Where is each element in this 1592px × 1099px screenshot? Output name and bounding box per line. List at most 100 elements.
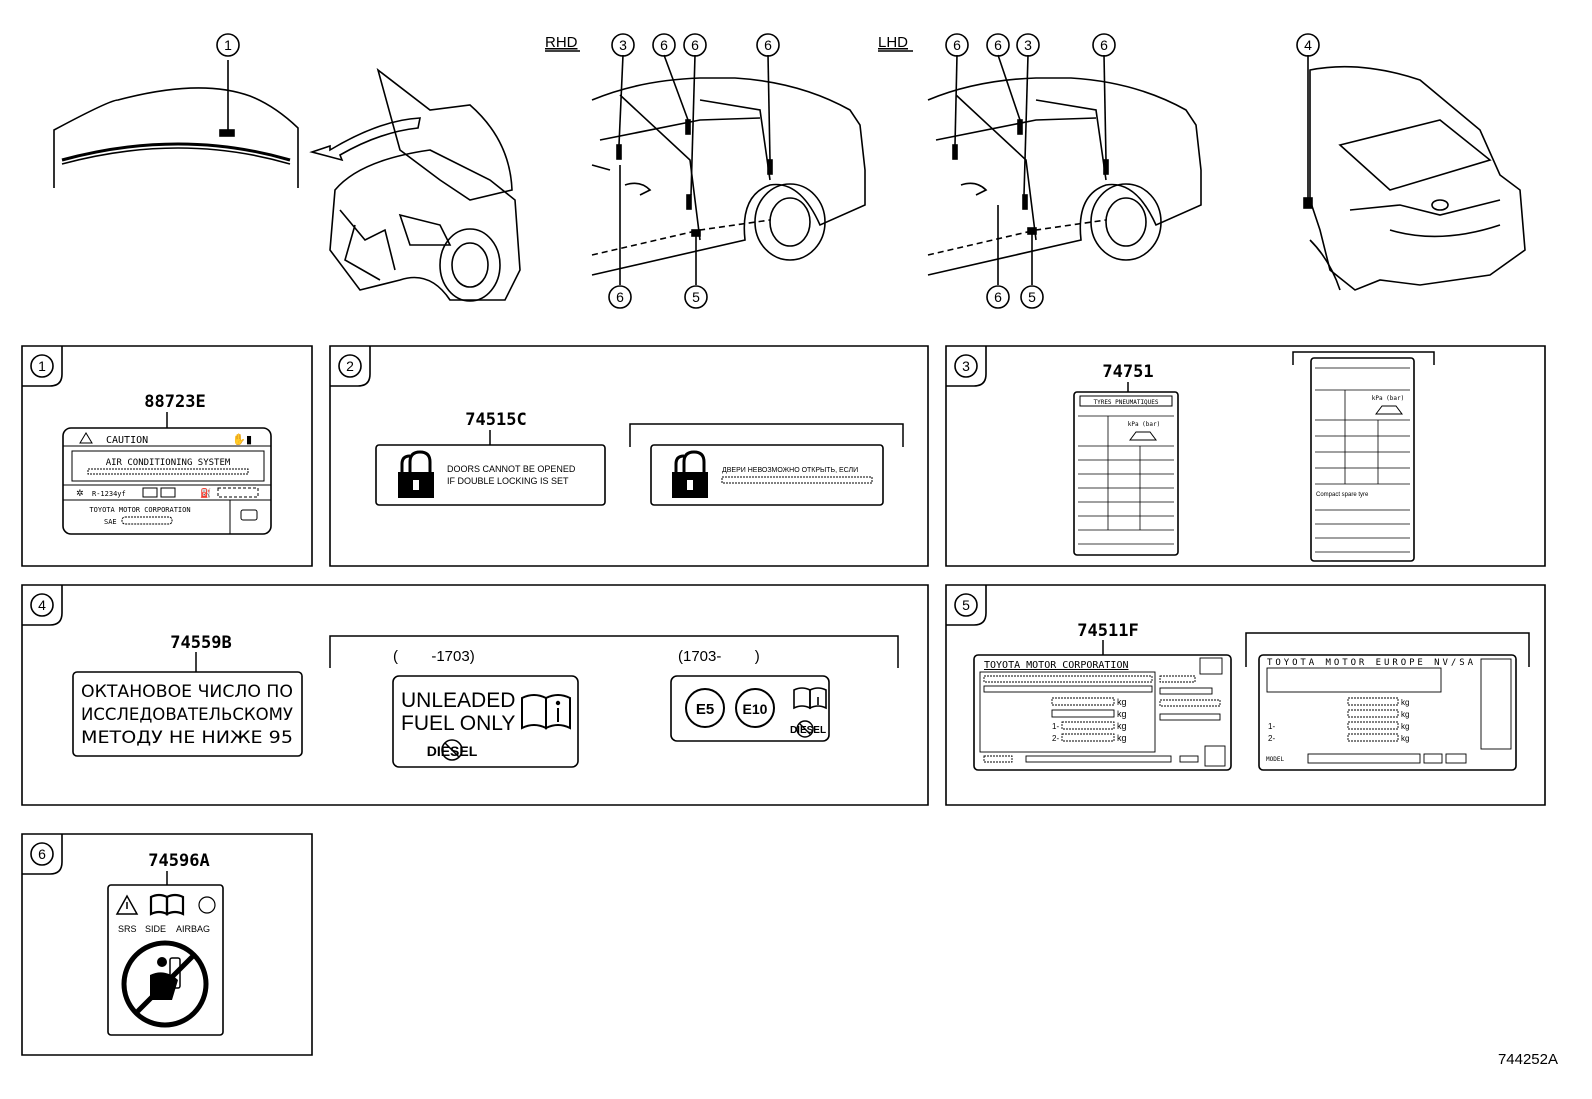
callout-6-lhd-b: 6 bbox=[994, 37, 1002, 53]
maker-text: TOYOTA MOTOR CORPORATION bbox=[89, 506, 190, 514]
octane-line1: ОКТАНОВОЕ ЧИСЛО ПО bbox=[81, 682, 293, 702]
oil-can-icon: ⛽ bbox=[200, 487, 211, 499]
side-text: SIDE bbox=[145, 924, 166, 934]
panel-6-frame bbox=[21, 833, 313, 1056]
kg-3: kg bbox=[1117, 721, 1127, 731]
callout-6-rhd-c: 6 bbox=[764, 37, 772, 53]
tyre-unit-alt: kPa (bar) bbox=[1372, 395, 1405, 402]
part-number-74596A: 74596A bbox=[148, 851, 209, 871]
octane-line3: МЕТОДУ НЕ НИЖЕ 95 bbox=[81, 728, 293, 748]
callout-circles bbox=[216, 33, 1320, 309]
srs-warning-icon bbox=[115, 894, 139, 915]
car-icon-alt bbox=[1375, 405, 1403, 415]
callout-3-lhd: 3 bbox=[1024, 37, 1032, 53]
kg-2: kg bbox=[1117, 709, 1127, 719]
vin-plate-label-europe bbox=[1258, 654, 1517, 771]
panel-1: 88723E CAUTION ✋ ▮ AIR CONDITIONING SYST… bbox=[62, 392, 272, 535]
maker-tmc: TOYOTA MOTOR CORPORATION bbox=[984, 660, 1129, 671]
panel-numbers: 1 2 3 4 5 6 bbox=[38, 358, 970, 862]
kg-e3: kg bbox=[1401, 722, 1409, 731]
system-text: AIR CONDITIONING SYSTEM bbox=[106, 458, 231, 468]
part-number-88723E: 88723E bbox=[144, 392, 205, 412]
callout-numbers: 1 3 6 6 6 6 5 6 6 3 6 6 5 4 bbox=[224, 37, 1312, 305]
period-after: (1703- ) bbox=[678, 648, 760, 665]
sae-text: SAE bbox=[104, 518, 117, 526]
book-icon: ▮ bbox=[246, 433, 252, 446]
no-diesel-icon-2 bbox=[796, 720, 814, 738]
panel-4-number: 4 bbox=[38, 597, 46, 613]
callout-6-lhd-a: 6 bbox=[953, 37, 961, 53]
srs-airbag-label bbox=[107, 884, 224, 1036]
maker-tme: TOYOTA MOTOR EUROPE NV/SA bbox=[1267, 658, 1474, 668]
double-lock-ru-line: ДВЕРИ НЕВОЗМОЖНО ОТКРЫТЬ, ЕСЛИ bbox=[722, 467, 858, 474]
rear-car-illustration bbox=[1303, 55, 1526, 291]
panel-5-number: 5 bbox=[962, 597, 970, 613]
octane-line2: ИССЛЕДОВАТЕЛЬСКОМУ bbox=[81, 705, 294, 725]
panel-6-number: 6 bbox=[38, 846, 46, 862]
hand-icon: ✋ bbox=[232, 433, 246, 446]
part-number-74559B: 74559B bbox=[170, 633, 231, 653]
srs-indicator-icon bbox=[198, 896, 216, 914]
airbag-text: AIRBAG bbox=[176, 924, 210, 934]
kg-e1: kg bbox=[1401, 698, 1409, 707]
drawing-reference: 744252A bbox=[1498, 1051, 1558, 1068]
octane-label bbox=[72, 671, 303, 757]
e5-e10-fuel-label bbox=[670, 675, 830, 742]
srs-text: SRS bbox=[118, 924, 137, 934]
unleaded-fuel-label bbox=[392, 675, 579, 768]
ac-caution-label bbox=[62, 427, 272, 535]
top-illustrations bbox=[53, 33, 1526, 309]
tyre-table-grid bbox=[1078, 415, 1174, 545]
axle-e1: 1- bbox=[1268, 722, 1275, 731]
vin-plate-label bbox=[973, 654, 1232, 771]
part-number-74751: 74751 bbox=[1102, 362, 1153, 382]
system-box bbox=[71, 450, 265, 482]
tyre-pressure-label bbox=[1073, 391, 1179, 556]
panel-2: 74515C DOORS CANNOT BE OPENED IF DOUBLE … bbox=[375, 410, 904, 506]
e10-text: E10 bbox=[743, 701, 768, 717]
panel-3-frame bbox=[945, 345, 1546, 567]
front-car-illustration bbox=[329, 67, 521, 302]
panel-1-number: 1 bbox=[38, 358, 46, 374]
padlock-icon-ru bbox=[674, 450, 706, 474]
panel-6: 74596A SRS SIDE AIRBAG bbox=[107, 851, 224, 1036]
gear-icon: ✲ bbox=[76, 489, 84, 499]
panel-3: 74751 TYRES PNEUMATIQUES kPa (bar) kPa (… bbox=[1073, 351, 1435, 562]
srs-manual-icon bbox=[149, 893, 185, 916]
hood-detail-illustration bbox=[53, 60, 421, 188]
kg-4: kg bbox=[1117, 733, 1127, 743]
caution-text: CAUTION bbox=[106, 435, 148, 446]
callout-1: 1 bbox=[224, 37, 232, 53]
callout-5-rhd: 5 bbox=[692, 289, 700, 305]
callout-3-rhd: 3 bbox=[619, 37, 627, 53]
panel-4-frame bbox=[21, 584, 929, 806]
panel-1-frame bbox=[21, 345, 313, 567]
no-diesel-icon bbox=[441, 739, 463, 761]
unleaded-text: UNLEADED bbox=[401, 689, 515, 712]
kg-e2: kg bbox=[1401, 710, 1409, 719]
manual-book-icon-2 bbox=[793, 687, 827, 710]
tyre-pressure-label-alt bbox=[1310, 357, 1415, 562]
rhd-label: RHD bbox=[545, 34, 578, 51]
lhd-label: LHD bbox=[878, 34, 908, 51]
axle-e2: 2- bbox=[1268, 734, 1275, 743]
model-text: MODEL bbox=[1266, 756, 1284, 763]
panel-4: 74559B ОКТАНОВОЕ ЧИСЛО ПО ИССЛЕДОВАТЕЛЬС… bbox=[72, 633, 899, 768]
panel-3-number: 3 bbox=[962, 358, 970, 374]
callout-5-lhd: 5 bbox=[1028, 289, 1036, 305]
panel-2-frame bbox=[329, 345, 929, 567]
diesel-crossed-text-2: DIESEL bbox=[790, 725, 826, 736]
callout-6-lhd-d: 6 bbox=[994, 289, 1002, 305]
lhd-car-illustration bbox=[927, 54, 1202, 285]
callout-6-rhd-a: 6 bbox=[660, 37, 668, 53]
part-number-74515C: 74515C bbox=[465, 410, 526, 430]
double-lock-label-ru bbox=[650, 444, 884, 506]
callout-6-rhd-d: 6 bbox=[616, 289, 624, 305]
e10-badge bbox=[735, 688, 775, 728]
tyre-header: TYRES PNEUMATIQUES bbox=[1093, 399, 1158, 406]
compact-spare-text: Compact spare tyre bbox=[1316, 492, 1369, 498]
refrigerant-text: R-1234yf bbox=[92, 490, 126, 498]
tyre-table-grid-alt bbox=[1315, 367, 1410, 553]
e5-badge bbox=[685, 688, 725, 728]
